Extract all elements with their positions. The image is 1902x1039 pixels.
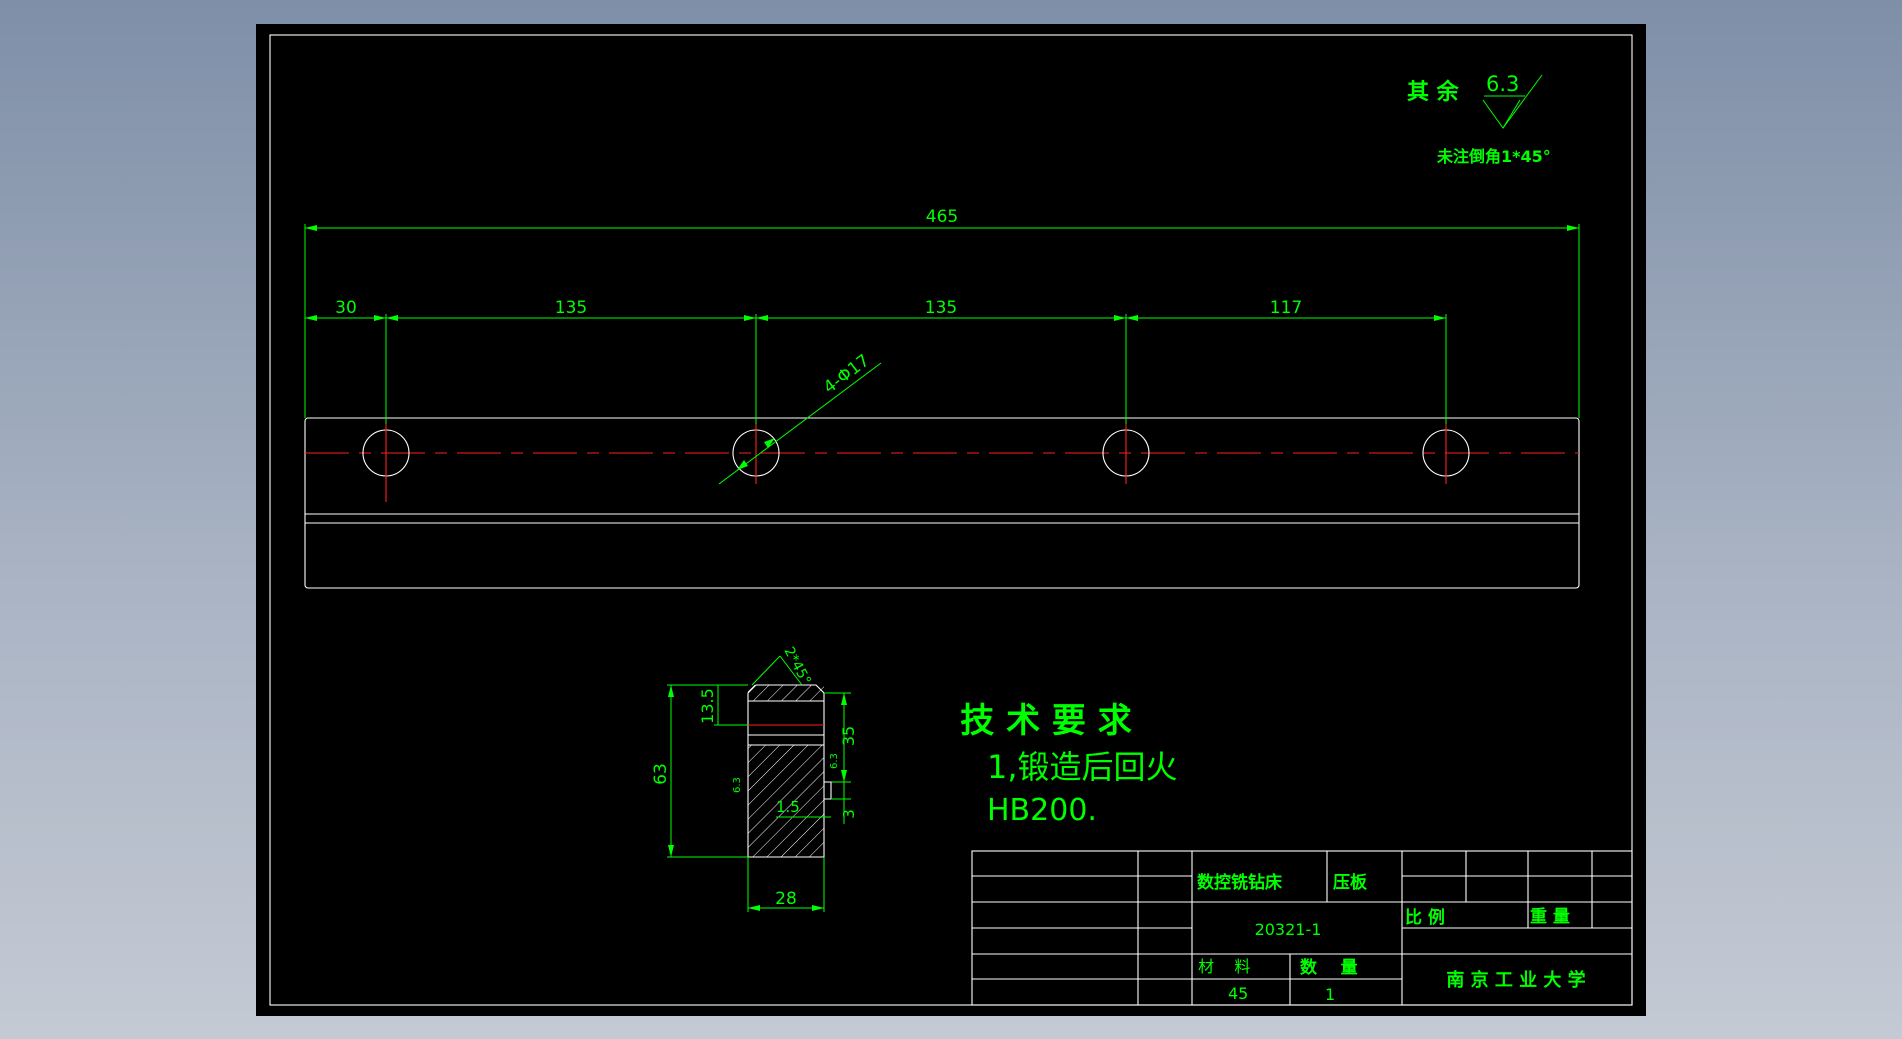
dim-spacing-3: 135	[925, 298, 957, 318]
tech-req-line2: HB200.	[987, 793, 1097, 828]
dim-spacing-4: 117	[1270, 298, 1302, 318]
sheet-border	[269, 34, 1633, 1006]
drawing-sheet: 其 余 6.3 未注倒角1*45° 465	[256, 24, 1646, 1016]
top-view-dimensions: 465 30 135 135 117 4-Φ17	[304, 207, 1580, 485]
chamfer-note: 未注倒角1*45°	[1436, 147, 1551, 166]
title-block-material-label: 材 料	[1198, 957, 1250, 976]
section-roughness-left: 6.3	[732, 777, 743, 793]
tech-req-title: 技 术 要 求	[960, 701, 1132, 741]
section-dim-28: 28	[775, 889, 797, 909]
section-dim-13-5: 13.5	[698, 688, 717, 724]
title-block-quantity-label: 数 量	[1300, 957, 1358, 978]
section-dim-3: 3	[840, 809, 858, 819]
section-roughness-right: 6.3	[829, 753, 840, 769]
dim-spacing-2: 135	[555, 298, 587, 318]
section-chamfer: 2*45°	[780, 644, 813, 687]
dim-spacing-1: 30	[335, 298, 357, 318]
roughness-symbol: 6.3	[1482, 72, 1543, 129]
plate-outline	[304, 417, 1580, 589]
section-dim-35: 35	[839, 726, 858, 746]
title-block-machine: 数控铣钻床	[1197, 872, 1283, 893]
title-block-part-name: 压板	[1333, 872, 1368, 893]
cad-drawing: 其 余 6.3 未注倒角1*45° 465	[269, 34, 1633, 1006]
title-block-drawing-no: 20321-1	[1255, 920, 1322, 939]
section-dim-1-5: 1.5	[776, 798, 800, 816]
title-block-quantity-value: 1	[1325, 985, 1335, 1004]
title-block-weight-label: 重 量	[1530, 906, 1570, 927]
title-block-school: 南 京 工 业 大 学	[1446, 969, 1585, 991]
section-view	[747, 684, 825, 858]
tech-req-line1: 1,锻造后回火	[987, 748, 1178, 786]
roughness-value: 6.3	[1486, 72, 1519, 96]
dim-overall: 465	[926, 207, 958, 227]
section-dim-63: 63	[651, 763, 671, 785]
title-block-scale-label: 比 例	[1405, 907, 1445, 928]
title-block: 数控铣钻床 压板 20321-1 比 例 重 量 材 料 数 量 45 1 南 …	[971, 850, 1633, 1006]
title-block-material-value: 45	[1228, 984, 1248, 1003]
plate-top-view	[304, 417, 1580, 589]
roughness-prefix: 其 余	[1407, 79, 1460, 105]
